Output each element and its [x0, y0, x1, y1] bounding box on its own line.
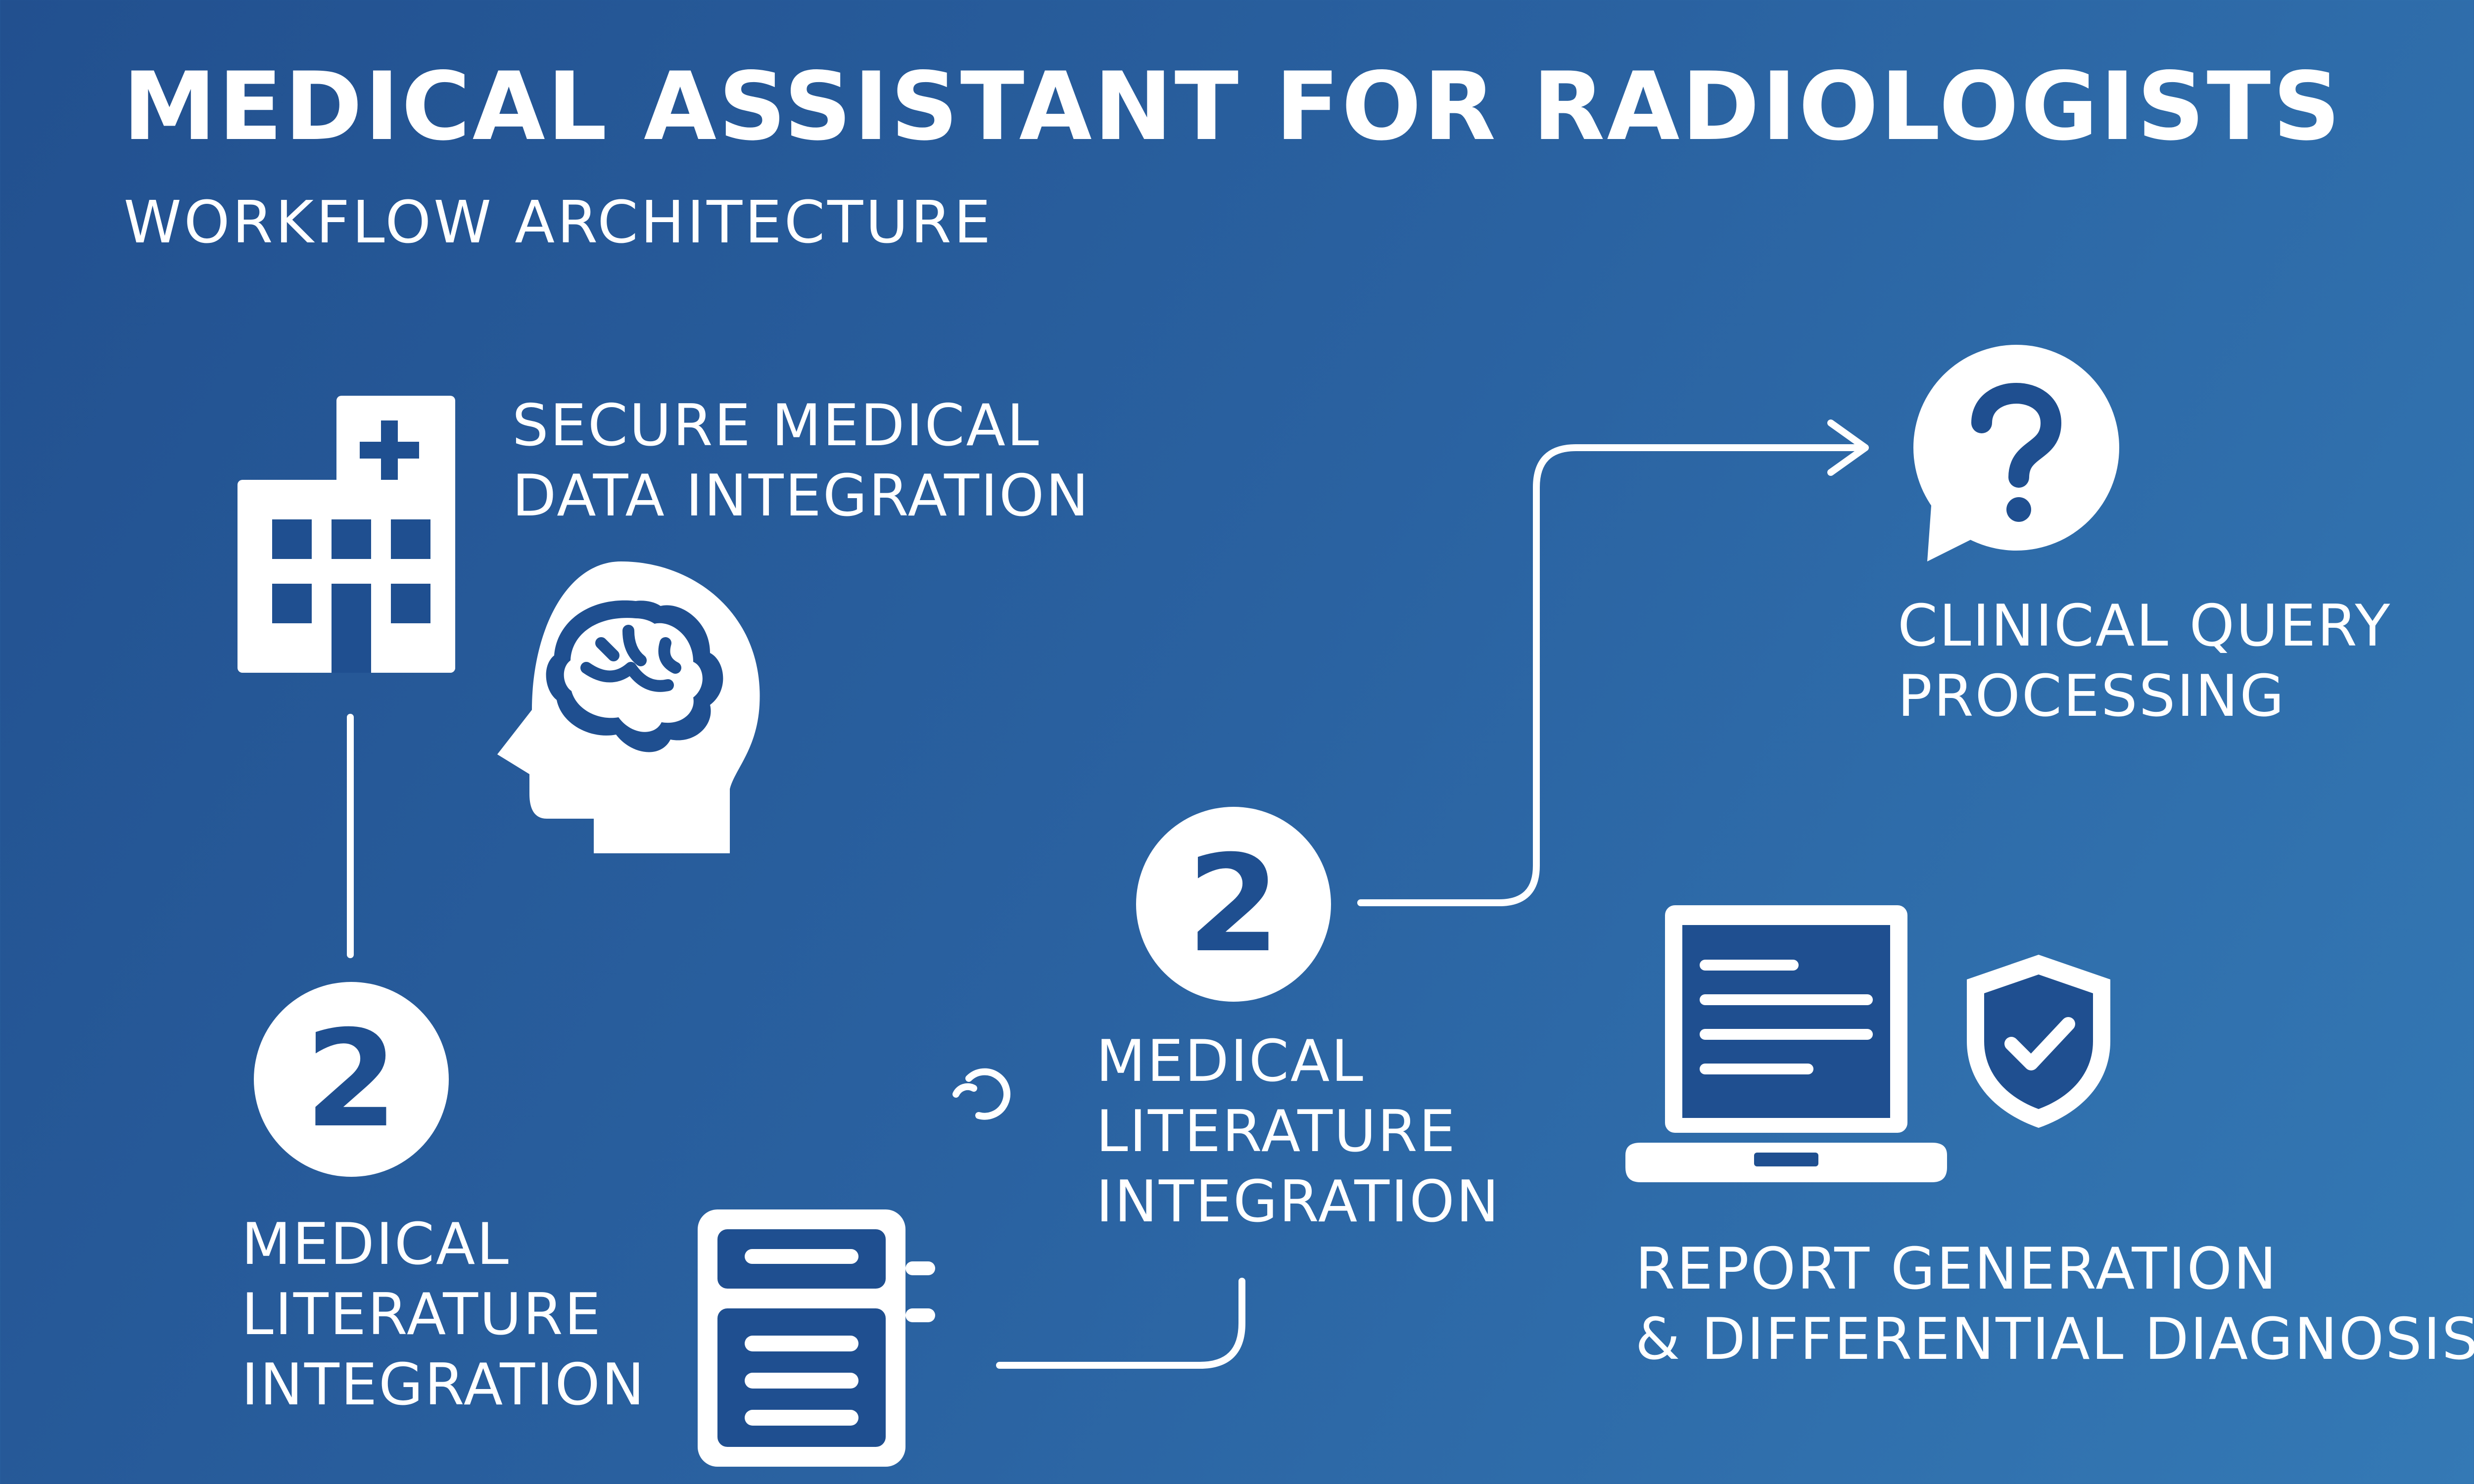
connector-books-to-center [996, 1278, 1245, 1369]
hospital-icon [238, 396, 455, 673]
loop-arrow-icon [952, 1068, 1010, 1120]
step-badge-center: 2 [1136, 807, 1331, 1002]
page-subtitle: WORKFLOW ARCHITECTURE [124, 188, 994, 256]
laptop-icon [1625, 905, 1947, 1182]
books-icon [698, 1209, 935, 1467]
arrowhead-icon [1827, 419, 1869, 476]
literature-center-label: MEDICAL LITERATURE INTEGRATION [1096, 1028, 1501, 1235]
clinical-query-label: CLINICAL QUERY PROCESSING [1898, 593, 2392, 730]
brain-head-icon [497, 561, 760, 853]
page-title: MEDICAL ASSISTANT FOR RADIOLOGISTS [123, 52, 2343, 161]
shield-check-icon [1967, 955, 2110, 1128]
connector-center-to-query [1357, 444, 1864, 906]
literature-left-label: MEDICAL LITERATURE INTEGRATION [241, 1211, 646, 1418]
report-label: REPORT GENERATION & DIFFERENTIAL DIAGNOS… [1635, 1236, 2474, 1373]
secure-data-label: SECURE MEDICAL DATA INTEGRATION [512, 392, 1091, 529]
step-badge-left: 2 [254, 982, 449, 1177]
question-bubble-icon [1913, 345, 2119, 561]
